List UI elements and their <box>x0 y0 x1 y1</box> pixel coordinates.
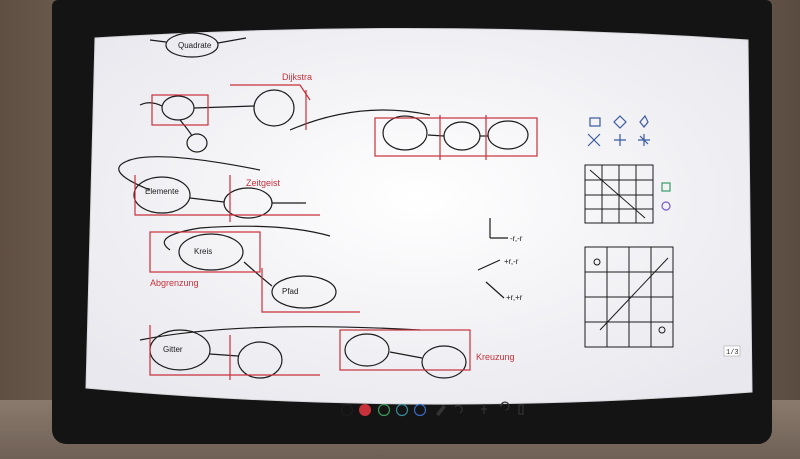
label-kreuzung: Kreuzung <box>476 352 515 362</box>
axis-label-1: -r,-r <box>510 234 523 243</box>
pen-icon[interactable] <box>436 405 446 416</box>
small-grid <box>584 164 654 224</box>
handwritten-red-labels: Dijkstra Zeitgeist Abgrenzung Kreuzung <box>150 72 515 362</box>
ink-black-strokes <box>118 32 529 379</box>
label-pfad: Pfad <box>282 287 298 296</box>
lasso-icon[interactable] <box>454 404 463 414</box>
undo-icon[interactable] <box>498 401 510 411</box>
label-dijkstra: Dijkstra <box>282 72 312 82</box>
axis-labels: -r,-r +r,-r +r,+r <box>504 234 523 302</box>
ink-red-strokes <box>134 84 538 380</box>
label-abgrenzung: Abgrenzung <box>150 278 199 288</box>
axis-label-3: +r,+r <box>506 293 523 302</box>
trash-icon[interactable] <box>518 404 524 415</box>
shape-palette <box>587 114 650 147</box>
label-zeitgeist: Zeitgeist <box>246 178 281 188</box>
hand-icon[interactable] <box>481 404 487 414</box>
axis-label-2: +r,-r <box>504 257 519 266</box>
label-quadrate: Quadrate <box>178 41 212 50</box>
canvas-area[interactable] <box>85 27 753 405</box>
axis-sketch <box>477 218 508 299</box>
label-gitter: Gitter <box>163 345 183 354</box>
handwritten-black-labels: Quadrate Elemente Kreis Pfad Gitter <box>145 41 298 354</box>
page-indicator: 1/3 <box>726 349 739 357</box>
color-blue-button[interactable] <box>413 403 427 417</box>
label-elemente: Elemente <box>145 187 179 196</box>
plus-icon[interactable] <box>614 134 626 146</box>
diamond-icon[interactable] <box>613 115 627 129</box>
grid-side-icons <box>661 182 671 211</box>
circle-icon[interactable] <box>661 201 671 211</box>
asterisk-icon[interactable] <box>638 134 650 146</box>
bottom-toolbar <box>340 401 524 417</box>
color-red-button[interactable] <box>359 404 371 416</box>
color-black-button[interactable] <box>340 403 354 417</box>
page-indicator-box[interactable] <box>723 345 741 357</box>
cross-icon[interactable] <box>587 133 601 147</box>
color-teal-button[interactable] <box>395 403 409 417</box>
label-kreis: Kreis <box>194 247 212 256</box>
grid-icon[interactable] <box>661 182 671 192</box>
large-grid <box>584 246 674 348</box>
rectangle-icon[interactable] <box>589 117 601 127</box>
star-icon[interactable] <box>639 114 649 128</box>
color-green-button[interactable] <box>377 403 391 417</box>
